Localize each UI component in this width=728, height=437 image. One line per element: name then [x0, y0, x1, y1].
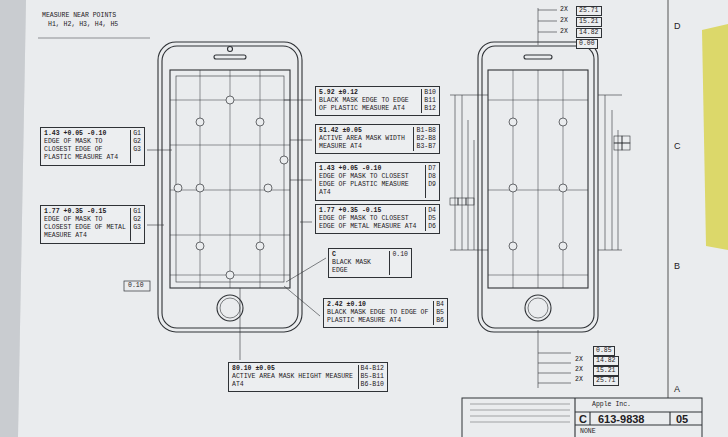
dimension-note: EDGE OF MASK TO CLOSEST EDGE OF METAL ME…: [44, 216, 127, 240]
measure-point: B5-B11: [361, 373, 384, 381]
measure-point: D5: [428, 215, 436, 223]
dimension-value: 51.42 ±0.05: [319, 127, 410, 135]
callout-text-column: 5.92 ±0.12BLACK MASK EDGE TO EDGE OF PLA…: [319, 89, 418, 113]
callout-text-column: 2.42 ±0.10BLACK MASK EDGE TO EDGE OF PLA…: [327, 301, 430, 325]
callout-point-column: D4D5D6: [425, 207, 436, 231]
measure-point: D9: [428, 181, 436, 189]
dimension-value: 15.21: [576, 17, 602, 27]
callout-box: 5.92 ±0.12BLACK MASK EDGE TO EDGE OF PLA…: [315, 86, 440, 116]
dimension-note: ACTIVE AREA MASK WIDTH MEASURE AT4: [319, 135, 410, 151]
measure-point: D8: [428, 173, 436, 181]
dimension-value: 2.42 ±0.10: [327, 301, 430, 309]
callout-text-column: 51.42 ±0.05ACTIVE AREA MASK WIDTH MEASUR…: [319, 127, 410, 151]
callout-text-column: 80.10 ±0.05ACTIVE AREA MASK HEIGHT MEASU…: [232, 365, 355, 389]
dimension-value: 14.82: [593, 356, 619, 366]
measure-point: G1: [133, 130, 141, 138]
measure-point: B2-B8: [416, 135, 436, 143]
drawing-label: 0.10: [128, 282, 144, 290]
drawing-label: 2X: [575, 376, 583, 384]
dimension-note: BLACK MASK EDGE: [332, 259, 386, 275]
measure-point: B11: [424, 97, 436, 105]
measure-point: G3: [133, 146, 141, 154]
measure-point: B6: [436, 317, 444, 325]
measure-point: B4-B12: [361, 365, 384, 373]
measure-point: D6: [428, 223, 436, 231]
measure-point: B3-B7: [416, 143, 436, 151]
callout-text-column: 1.77 +0.35 -0.15EDGE OF MASK TO CLOSEST …: [44, 208, 127, 241]
dimension-value: C: [332, 251, 386, 259]
measure-point: B12: [424, 105, 436, 113]
measure-point: D7: [428, 165, 436, 173]
callout-box: 2.42 ±0.10BLACK MASK EDGE TO EDGE OF PLA…: [323, 298, 448, 328]
callout-box: 80.10 ±0.05ACTIVE AREA MASK HEIGHT MEASU…: [228, 362, 388, 392]
dimension-value: 1.77 +0.35 -0.15: [44, 208, 127, 216]
drawing-label: C: [579, 414, 587, 425]
callout-text-column: CBLACK MASK EDGE: [332, 251, 386, 275]
drawing-label: 613-9838: [598, 414, 645, 425]
dimension-value: 80.10 ±0.05: [232, 365, 355, 373]
dimension-value: 0.85: [593, 346, 615, 356]
drawing-label: H1, H2, H3, H4, H5: [48, 21, 118, 29]
measure-point: G2: [133, 216, 141, 224]
dimension-value: 0.00: [576, 39, 598, 49]
dimension-note: BLACK MASK EDGE TO EDGE OF PLASTIC MEASU…: [327, 309, 430, 325]
measure-point: B5: [436, 309, 444, 317]
callout-text-column: 1.43 +0.05 -0.10EDGE OF MASK TO CLOSEST …: [44, 130, 127, 163]
callout-text-column: 1.43 +0.05 -0.10EDGE OF MASK TO CLOSEST …: [319, 165, 422, 198]
callout-point-column: B4-B12B5-B11B6-B10: [358, 365, 384, 389]
measure-point: B10: [424, 89, 436, 97]
dimension-value: 1.43 +0.05 -0.10: [319, 165, 422, 173]
zone-letter: D: [674, 22, 681, 31]
callout-box: 1.77 +0.35 -0.15EDGE OF MASK TO CLOSEST …: [315, 204, 440, 234]
dimension-note: BLACK MASK EDGE TO EDGE OF PLASTIC MEASU…: [319, 97, 418, 113]
zone-letter: B: [674, 262, 680, 271]
callout-box: 1.77 +0.35 -0.15EDGE OF MASK TO CLOSEST …: [40, 205, 145, 244]
measure-point: D4: [428, 207, 436, 215]
drawing-label: Apple Inc.: [592, 401, 631, 409]
callout-point-column: B1-B8B2-B8B3-B7: [413, 127, 436, 151]
measure-point: B1-B8: [416, 127, 436, 135]
dimension-value: 1.77 +0.35 -0.15: [319, 207, 422, 215]
dimension-value: 1.43 +0.05 -0.10: [44, 130, 127, 138]
drawing-label: 2X: [560, 28, 568, 36]
drawing-label: MEASURE NEAR POINTS: [42, 12, 116, 20]
dimension-value: 25.71: [593, 376, 619, 386]
callout-box: 1.43 +0.05 -0.10EDGE OF MASK TO CLOSEST …: [315, 162, 440, 201]
dimension-value: 25.71: [576, 6, 602, 16]
drawing-label: 2X: [560, 6, 568, 14]
callout-box: 1.43 +0.05 -0.10EDGE OF MASK TO CLOSEST …: [40, 127, 145, 166]
callout-point-column: G1G2G3: [130, 208, 141, 241]
callout-box: 51.42 ±0.05ACTIVE AREA MASK WIDTH MEASUR…: [315, 124, 440, 154]
dimension-note: ACTIVE AREA MASK HEIGHT MEASURE AT4: [232, 373, 355, 389]
callout-point-column: D7D8D9: [425, 165, 436, 198]
zone-letter: C: [674, 142, 681, 151]
drawing-label: NONE: [580, 428, 596, 436]
drawing-label: 2X: [560, 17, 568, 25]
dimension-value: 5.92 ±0.12: [319, 89, 418, 97]
callout-point-column: G1G2G3: [130, 130, 141, 163]
measure-point: G3: [133, 224, 141, 232]
measure-point: 0.10: [392, 251, 408, 259]
measure-point: B4: [436, 301, 444, 309]
measure-point: B6-B10: [361, 381, 384, 389]
callout-text-column: 1.77 +0.35 -0.15EDGE OF MASK TO CLOSEST …: [319, 207, 422, 231]
callout-point-column: 0.10: [389, 251, 408, 275]
dimension-value: 14.82: [576, 28, 602, 38]
dimension-value: 15.21: [593, 366, 619, 376]
dimension-note: EDGE OF MASK TO CLOSEST EDGE OF PLASTIC …: [44, 138, 127, 162]
dimension-note: EDGE OF MASK TO CLOSEST EDGE OF PLASTIC …: [319, 173, 422, 197]
measure-point: G2: [133, 138, 141, 146]
callout-point-column: B4B5B6: [433, 301, 444, 325]
zone-letter: A: [674, 385, 680, 394]
callout-point-column: B10B11B12: [421, 89, 436, 113]
drawing-label: 2X: [575, 366, 583, 374]
drawing-label: 05: [676, 414, 688, 425]
measure-point: G1: [133, 208, 141, 216]
drawing-label: 2X: [575, 356, 583, 364]
callout-box: CBLACK MASK EDGE 0.10: [328, 248, 412, 278]
dimension-note: EDGE OF MASK TO CLOSEST EDGE OF METAL ME…: [319, 215, 422, 231]
